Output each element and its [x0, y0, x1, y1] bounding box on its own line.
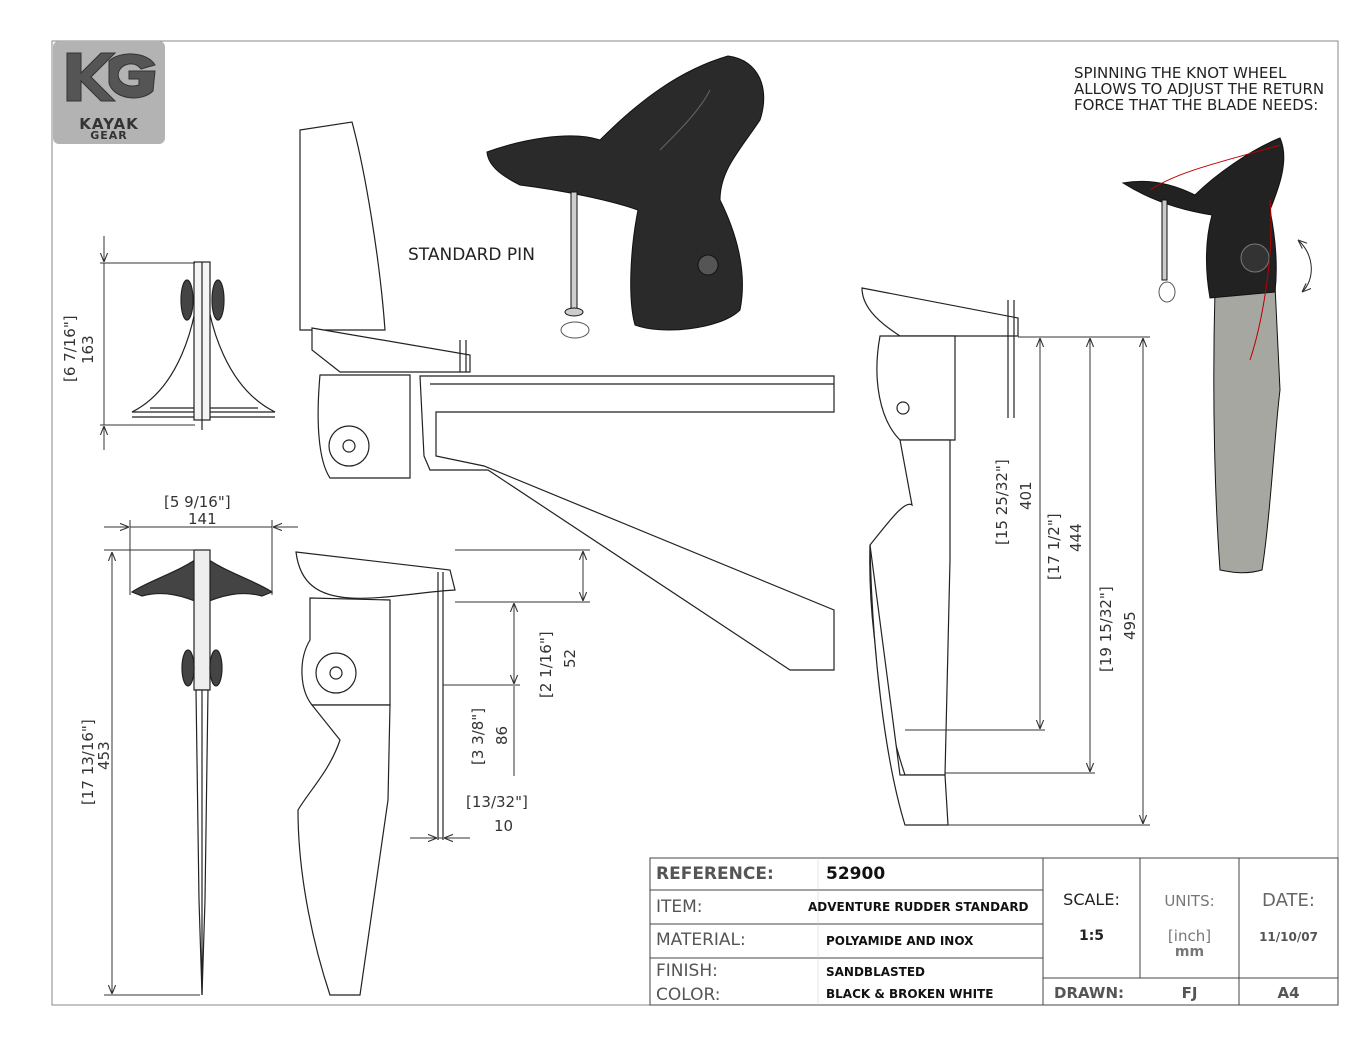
units-label: UNITS:: [1164, 892, 1215, 910]
kg-emblem-icon: [66, 52, 156, 102]
drawn-value: FJ: [1181, 984, 1198, 1002]
scale-value: 1:5: [1078, 928, 1105, 944]
standard-pin-label: STANDARD PIN: [408, 245, 535, 265]
dim-163-inch: [6 7/16"]: [61, 315, 79, 382]
dim-86-mm: 86: [493, 725, 511, 745]
dim-52-mm: 52: [561, 648, 579, 668]
date-value: 11/10/07: [1259, 930, 1318, 944]
knot-wheel-note-line2: ALLOWS TO ADJUST THE RETURN: [1074, 80, 1325, 98]
units-inch: [inch]: [1167, 927, 1212, 945]
dim-453-mm: 453: [95, 741, 113, 770]
logo-brand: KAYAK: [79, 115, 139, 133]
side-view-small: [295, 551, 456, 996]
dim-495-mm: 495: [1121, 611, 1139, 640]
dim-444-inch: [17 1/2"]: [1045, 513, 1063, 580]
dim-52-86-10: [410, 549, 590, 838]
scale-label: SCALE:: [1063, 890, 1120, 909]
sheet-size: A4: [1277, 984, 1300, 1002]
dim-495-inch: [19 15/32"]: [1097, 586, 1115, 672]
dim-453: [104, 549, 200, 996]
dim-163-mm: 163: [79, 335, 97, 364]
dim-52-inch: [2 1/16"]: [537, 631, 555, 698]
front-view-full: [130, 549, 274, 996]
item-value: ADVENTURE RUDDER STANDARD: [808, 900, 1029, 914]
dim-10-mm: 10: [494, 817, 514, 835]
dim-401-inch: [15 25/32"]: [993, 459, 1011, 545]
material-label: MATERIAL:: [656, 930, 746, 950]
dim-141-mm: 141: [188, 510, 217, 528]
finish-label: FINISH:: [656, 961, 718, 981]
dim-401-mm: 401: [1017, 481, 1035, 510]
dim-444-mm: 444: [1067, 523, 1085, 552]
drawn-label: DRAWN:: [1054, 984, 1125, 1002]
date-label: DATE:: [1262, 890, 1315, 911]
side-view-right: [861, 287, 1019, 826]
dim-141-inch: [5 9/16"]: [164, 493, 231, 511]
reference-label: REFERENCE:: [656, 864, 774, 884]
item-label: ITEM:: [656, 897, 703, 917]
units-mm: mm: [1174, 944, 1205, 960]
dim-86-inch: [3 3/8"]: [469, 707, 487, 765]
front-view-top: [131, 261, 276, 430]
finish-value: SANDBLASTED: [826, 965, 925, 979]
color-label: COLOR:: [656, 985, 721, 1005]
knot-wheel-render: [1121, 137, 1312, 574]
dim-141: [104, 520, 298, 595]
material-value: POLYAMIDE AND INOX: [826, 934, 974, 948]
kayak-gear-logo: KAYAK GEAR: [53, 41, 165, 144]
side-view-large: [299, 121, 835, 671]
knot-wheel-note-line1: SPINNING THE KNOT WHEEL: [1074, 64, 1287, 82]
color-value: BLACK & BROKEN WHITE: [826, 987, 994, 1001]
reference-value: 52900: [826, 864, 886, 884]
dim-163: [100, 236, 195, 450]
standard-pin-bracket: [486, 55, 765, 339]
dim-401-444-495: [905, 336, 1150, 826]
knot-wheel-note-line3: FORCE THAT THE BLADE NEEDS:: [1074, 96, 1319, 114]
dim-10-inch: [13/32"]: [466, 793, 528, 811]
title-block-grid: [649, 857, 1339, 1006]
logo-sub: GEAR: [90, 129, 128, 142]
